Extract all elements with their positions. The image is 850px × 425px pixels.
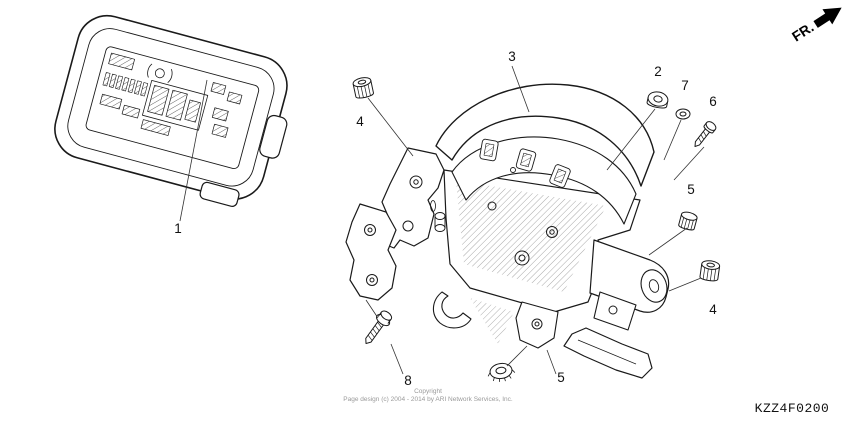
callout-6[interactable]: 6 [709,94,717,109]
copyright-line2: Page design (c) 2004 - 2014 by ARI Netwo… [343,396,513,403]
odometer-window [142,80,209,131]
part-clip-nut-right [678,211,698,231]
callout-7[interactable]: 7 [681,78,689,93]
part-screw [694,121,717,147]
meter-side-tab [259,114,288,159]
part-clip-nut-bottom [487,362,516,382]
part-grommet-cap [646,91,669,109]
callout-5-bottom[interactable]: 5 [557,370,565,385]
part-flange-bolt [365,310,393,345]
meter-display [85,46,260,170]
callout-4-front[interactable]: 4 [356,114,364,129]
signal-icon [154,68,165,79]
callout-8[interactable]: 8 [404,373,412,388]
callout-1[interactable]: 1 [174,221,182,236]
meter-sockets [479,138,571,188]
part-grommet-rear [699,260,721,282]
fr-direction: FR. [789,7,842,45]
copyright-line1: Copyright [414,388,442,395]
leader-lines [179,65,705,375]
mount-stud [434,212,446,232]
part-grommet-front [352,77,374,99]
bar-gauge [102,72,149,97]
callout-2[interactable]: 2 [654,64,662,79]
callout-4-rear[interactable]: 4 [709,302,717,317]
part-combination-meter [54,14,288,207]
meter-connector [199,181,240,207]
part-washer [675,108,691,120]
diagram-code: KZZ4F0200 [755,401,830,416]
fr-label: FR. [789,19,817,45]
callout-3[interactable]: 3 [508,49,516,64]
callout-5-right[interactable]: 5 [687,182,695,197]
part-meter-bracket [345,83,670,379]
fr-arrow-icon [813,7,842,28]
